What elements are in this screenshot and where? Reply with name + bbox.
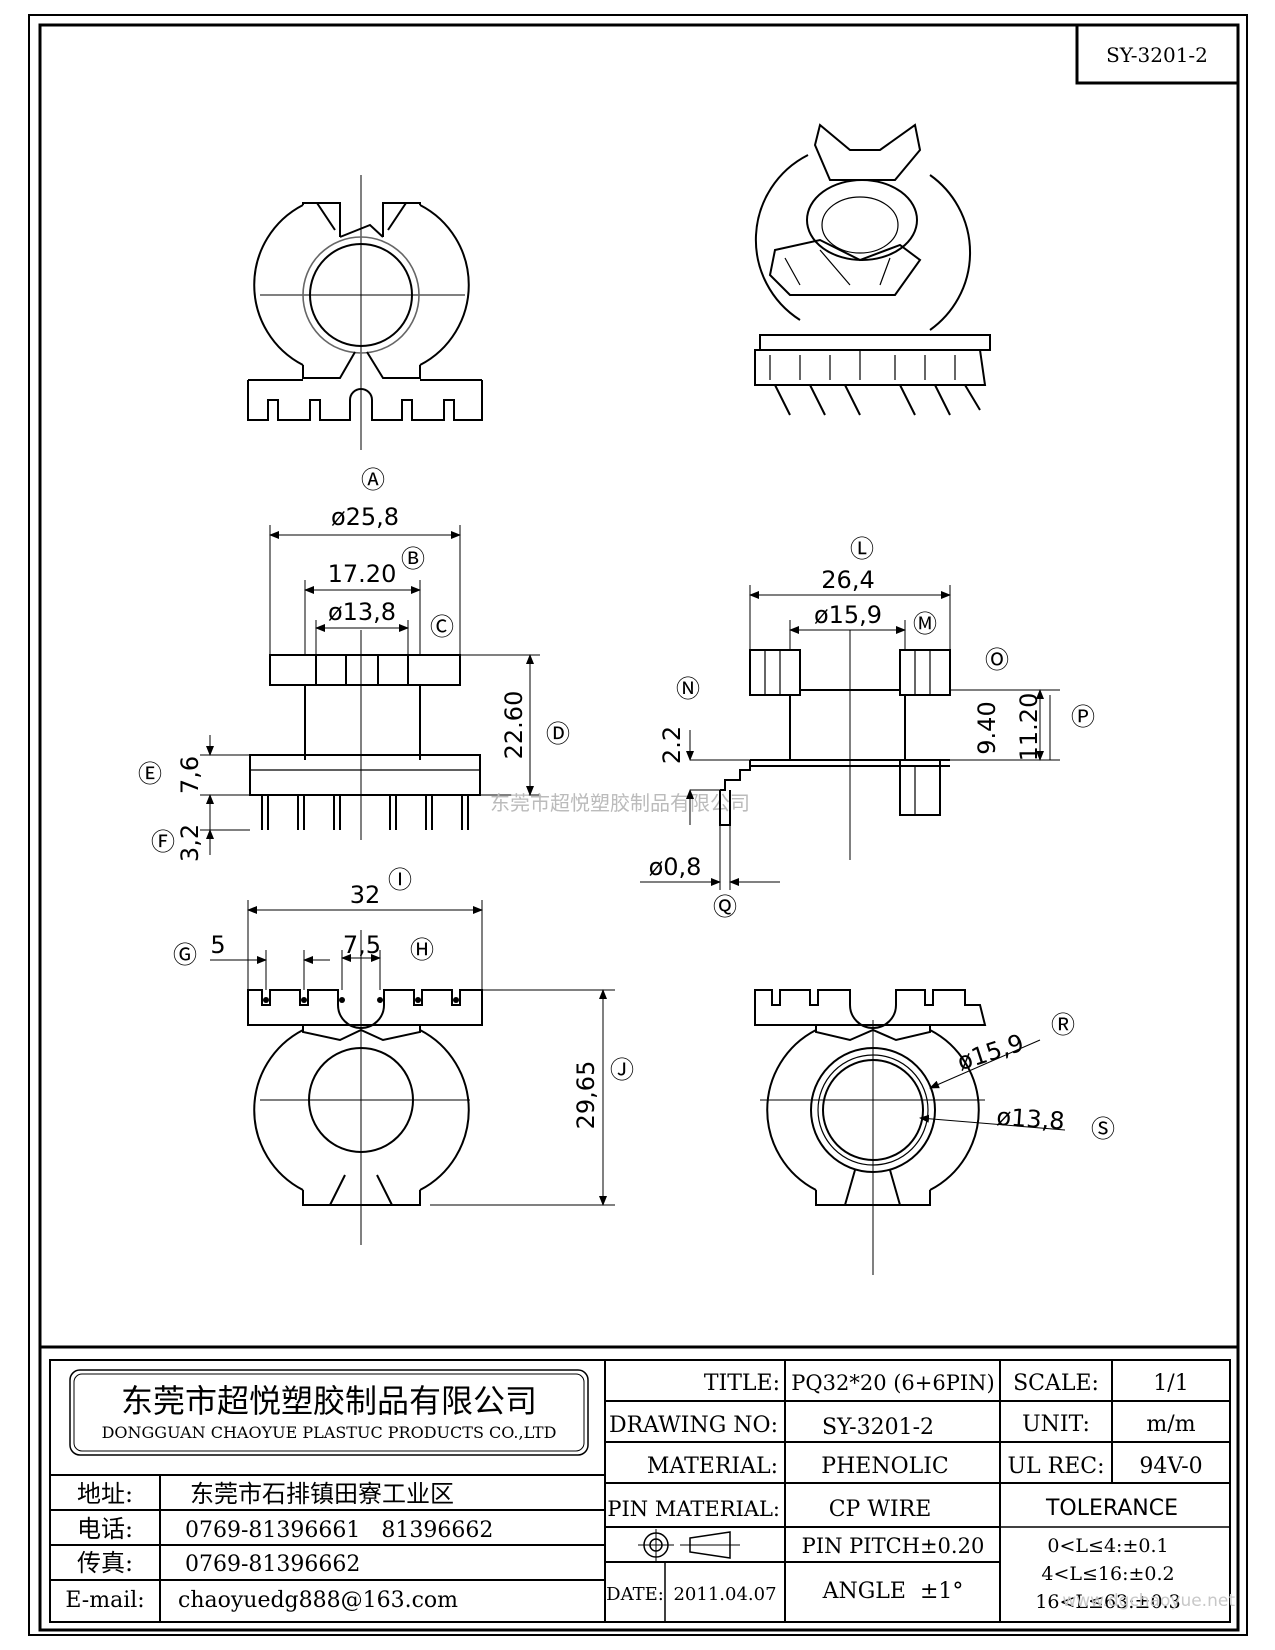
ul-value: 94V-0 bbox=[1139, 1454, 1202, 1479]
email: chaoyuedg888@163.com bbox=[178, 1588, 458, 1613]
dim-dia-13-8: ø13,8 bbox=[328, 598, 396, 626]
title-value: PQ32*20 (6+6PIN) bbox=[791, 1371, 994, 1395]
tolerance-3: 16<L≤63:±0.3 bbox=[1035, 1591, 1180, 1613]
label-d: Ⓓ bbox=[546, 720, 570, 748]
scale-label: SCALE: bbox=[1013, 1371, 1099, 1396]
label-a: Ⓐ bbox=[361, 466, 385, 494]
pin-pitch: PIN PITCH±0.20 bbox=[802, 1534, 985, 1558]
watermark-corner: www.dgchaoyue.net bbox=[1062, 1591, 1235, 1611]
tolerance-label: TOLERANCE bbox=[1045, 1496, 1178, 1521]
angle: ANGLE ±1° bbox=[822, 1579, 964, 1604]
address-label: 地址: bbox=[77, 1480, 133, 1508]
label-b: Ⓑ bbox=[401, 545, 425, 573]
label-i: Ⓘ bbox=[388, 866, 412, 894]
address: 东莞市石排镇田寮工业区 bbox=[190, 1480, 454, 1508]
label-j: Ⓙ bbox=[610, 1056, 634, 1084]
label-g: Ⓖ bbox=[173, 941, 197, 969]
dim-9-40: 9.40 bbox=[973, 701, 1001, 754]
title-block: 东莞市超悦塑胶制品有限公司 DONGGUAN CHAOYUE PLASTUC P… bbox=[40, 1345, 1238, 1623]
label-n: Ⓝ bbox=[676, 675, 700, 703]
email-label: E-mail: bbox=[65, 1588, 144, 1613]
inner-border bbox=[38, 23, 1240, 1632]
company-name-en: DONGGUAN CHAOYUE PLASTUC PRODUCTS CO.,LT… bbox=[102, 1423, 557, 1442]
label-s: Ⓢ bbox=[1091, 1115, 1115, 1143]
tolerance-1: 0<L≤4:±0.1 bbox=[1047, 1535, 1168, 1557]
dim-7-6: 7,6 bbox=[176, 756, 204, 794]
label-m: Ⓜ bbox=[913, 610, 937, 638]
dim-11-20: 11.20 bbox=[1015, 693, 1043, 762]
phone: 0769-81396661 81396662 bbox=[185, 1518, 493, 1543]
label-l: Ⓛ bbox=[850, 535, 874, 563]
view-side: 26,4 Ⓛ ø15,9 Ⓜ Ⓞ 9.40 11.20 Ⓟ 2.2 Ⓝ ø0,8… bbox=[640, 535, 1095, 921]
dim-2-2: 2.2 bbox=[658, 726, 686, 764]
drawing-code-box: SY-3201-2 bbox=[1075, 23, 1240, 85]
dim-22-60: 22.60 bbox=[500, 691, 528, 760]
view-front: ø25,8 Ⓐ 17.20 Ⓑ ø13,8 Ⓒ 22.60 Ⓓ 7,6 Ⓔ 3,… bbox=[138, 466, 570, 862]
outer-border bbox=[28, 14, 1248, 1636]
date-value: 2011.04.07 bbox=[673, 1584, 776, 1605]
unit-value: m/m bbox=[1146, 1412, 1195, 1437]
label-r: Ⓡ bbox=[1051, 1011, 1075, 1039]
view-bottom-right: ø15,9 Ⓡ ø13,8 Ⓢ bbox=[754, 989, 1115, 1275]
material-value: PHENOLIC bbox=[821, 1454, 948, 1479]
dim-dia-15-9: ø15,9 bbox=[814, 601, 882, 629]
company-name-cn: 东莞市超悦塑胶制品有限公司 bbox=[121, 1382, 537, 1420]
dim-7-5: 7,5 bbox=[343, 931, 381, 959]
label-h: Ⓗ bbox=[410, 936, 434, 964]
dim-dia-0-8: ø0,8 bbox=[649, 853, 702, 881]
dim-dia-25-8: ø25,8 bbox=[331, 503, 399, 531]
fax: 0769-81396662 bbox=[185, 1552, 360, 1577]
pin-material-label: PIN MATERIAL: bbox=[607, 1497, 780, 1521]
view-bottom: 32 Ⓘ 5 Ⓖ 7,5 Ⓗ 29,65 Ⓙ bbox=[173, 866, 634, 1245]
dim-5: 5 bbox=[210, 931, 225, 959]
dim-29-65: 29,65 bbox=[572, 1061, 600, 1130]
scale-value: 1/1 bbox=[1153, 1371, 1188, 1396]
fax-label: 传真: bbox=[77, 1549, 133, 1577]
view-top bbox=[247, 175, 483, 450]
label-o: Ⓞ bbox=[985, 646, 1009, 674]
drawing-code: SY-3201-2 bbox=[1106, 43, 1208, 67]
ul-label: UL REC: bbox=[1007, 1454, 1104, 1479]
drawing-no-value: SY-3201-2 bbox=[822, 1415, 934, 1440]
material-label: MATERIAL: bbox=[647, 1454, 778, 1479]
title-label: TITLE: bbox=[704, 1371, 780, 1396]
phone-label: 电话: bbox=[77, 1515, 133, 1543]
date-label: DATE: bbox=[606, 1584, 664, 1605]
watermark-center: 东莞市超悦塑胶制品有限公司 bbox=[490, 791, 750, 815]
tolerance-2: 4<L≤16:±0.2 bbox=[1041, 1563, 1174, 1585]
dim-dia-15-9-r: ø15,9 bbox=[954, 1029, 1027, 1077]
dim-17-20: 17.20 bbox=[328, 560, 397, 588]
view-isometric bbox=[754, 123, 991, 416]
unit-label: UNIT: bbox=[1022, 1412, 1090, 1437]
pin-material-value: CP WIRE bbox=[829, 1497, 932, 1522]
label-f: Ⓕ bbox=[151, 828, 175, 856]
label-p: Ⓟ bbox=[1071, 703, 1095, 731]
dim-dia-13-8-s: ø13,8 bbox=[996, 1103, 1066, 1136]
dim-3-2: 3,2 bbox=[176, 824, 204, 862]
dim-32: 32 bbox=[350, 881, 381, 909]
label-c: Ⓒ bbox=[430, 613, 454, 641]
dim-26-4: 26,4 bbox=[821, 566, 874, 594]
drawing-no-label: DRAWING NO: bbox=[609, 1413, 778, 1438]
label-e: Ⓔ bbox=[138, 760, 162, 788]
projection-symbol bbox=[638, 1529, 740, 1561]
label-q: Ⓠ bbox=[713, 893, 737, 921]
